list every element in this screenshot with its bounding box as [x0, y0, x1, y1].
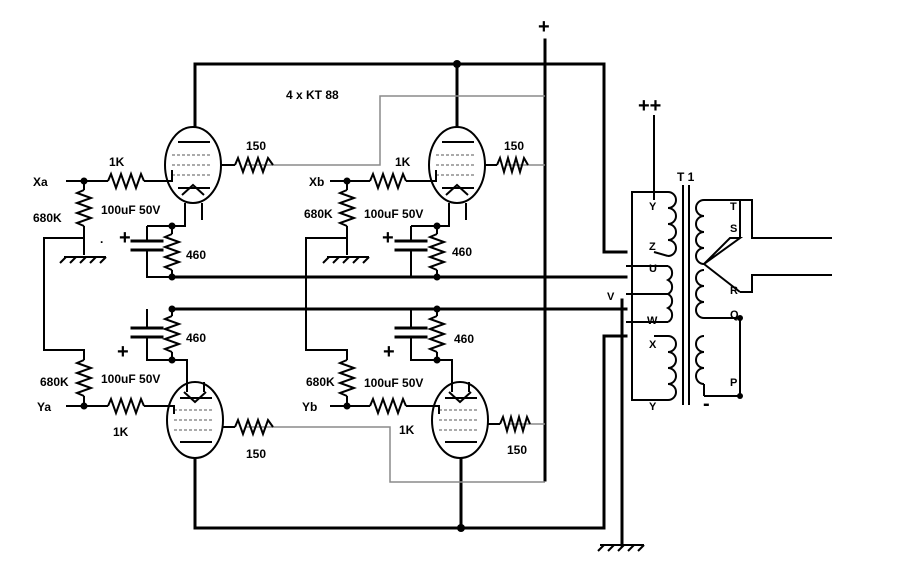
cap-polarity-2: + [382, 227, 394, 249]
primary-pin-y-bottom: Y [649, 401, 657, 413]
b-plus-label: + [538, 16, 550, 38]
input-label-xb: Xb [309, 175, 324, 189]
cathode-network-1 [130, 220, 186, 278]
primary-pin-w: W [647, 315, 658, 327]
b-plus-supply-line: + [538, 16, 550, 482]
secondary-pin-t: T [730, 201, 737, 213]
transformer-name-label: T 1 [677, 170, 695, 184]
input-label-yb: Yb [302, 400, 317, 414]
cathode-network-4 [394, 309, 453, 382]
screen-resistor-label-1: 150 [246, 139, 266, 153]
cap-polarity-4: + [383, 341, 395, 363]
cathode-network-2 [394, 220, 450, 278]
screen-resistor-label-2: 150 [504, 139, 524, 153]
cathode-bus [168, 273, 628, 313]
screen-resistor-3 [234, 417, 274, 437]
input-label-xa: Xa [33, 175, 48, 189]
b-plus-plus-label: ++ [638, 95, 661, 117]
tube-4 [431, 381, 500, 459]
grid-resistor-label-1: 1K [109, 155, 125, 169]
cap-label-4: 100uF 50V [364, 376, 423, 390]
tube-1 [164, 126, 235, 220]
screen-resistor-4 [499, 413, 531, 435]
screen-resistor-1 [234, 155, 274, 175]
secondary-pin-p: P [730, 377, 737, 389]
screen-resistor-label-4: 150 [507, 443, 527, 457]
primary-pin-v: V [607, 291, 615, 303]
cap-label-2: 100uF 50V [364, 207, 423, 221]
cathode-resistor-label-4: 460 [454, 332, 474, 346]
cathode-resistor-label-3: 460 [186, 331, 206, 345]
output-transformer: ++ [597, 95, 832, 552]
screen-resistor-2 [496, 154, 529, 176]
cap-polarity-1: + [119, 227, 131, 249]
input-network-yb [330, 359, 440, 416]
input-network-xb [305, 170, 437, 360]
tube-3 [166, 381, 235, 459]
cap-label-1: 100uF 50V [101, 203, 160, 217]
primary-pin-x: X [649, 339, 657, 351]
secondary-pin-s: S [730, 223, 737, 235]
cathode-network-3 [130, 309, 188, 382]
grid-resistor-label-3: 1K [113, 425, 129, 439]
grid-resistor-label-2: 1K [395, 155, 411, 169]
cathode-resistor-label-1: 460 [186, 248, 206, 262]
tube-2 [428, 126, 497, 220]
grid-leak-label-3: 680K [40, 375, 69, 389]
bottom-plate-rail [193, 334, 628, 532]
grid-resistor-label-4: 1K [399, 423, 415, 437]
cathode-resistor-label-2: 460 [452, 245, 472, 259]
grid-leak-label-2: 680K [304, 207, 333, 221]
top-plate-rail [193, 60, 628, 254]
input-network-xa [43, 170, 173, 360]
secondary-pin-q: Q [730, 309, 739, 321]
cap-polarity-3: + [117, 341, 129, 363]
grid-leak-label-1: 680K [33, 211, 62, 225]
primary-pin-u: U [649, 263, 657, 275]
tube-type-label: 4 x KT 88 [286, 88, 339, 102]
secondary-pin-r: R [730, 285, 738, 297]
input-network-ya [66, 359, 175, 416]
screen-resistor-label-3: 150 [246, 447, 266, 461]
primary-pin-z: Z [649, 241, 656, 253]
minus-label: - [703, 393, 710, 415]
primary-pin-y-top: Y [649, 201, 657, 213]
grid-leak-label-4: 680K [306, 375, 335, 389]
input-label-ya: Ya [37, 400, 51, 414]
cap-label-3: 100uF 50V [101, 372, 160, 386]
input-dot-marker: . [100, 232, 103, 246]
